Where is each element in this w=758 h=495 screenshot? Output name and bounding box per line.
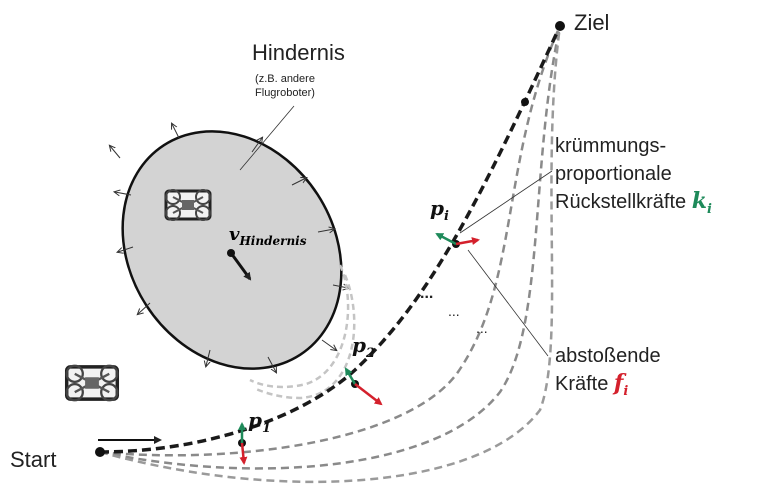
force-arrow-p2-repulsive [355, 384, 381, 404]
ellipsis-alt-1: ... [448, 303, 460, 319]
obstacle-subtitle-line2: Flugroboter) [255, 87, 315, 99]
label-pi: pi [430, 196, 449, 224]
curvature-label-line2: proportionale [555, 163, 672, 185]
curvature-label-line1: krümmungs- [555, 135, 666, 157]
obstacle: vHindernis [78, 90, 385, 411]
start-point [95, 447, 105, 457]
start-label: Start [10, 447, 56, 472]
obstacle-subtitle-line1: (z.B. andere [255, 73, 315, 85]
ellipsis-main: ... [420, 285, 433, 302]
label-p2: p2 [352, 333, 375, 361]
goal-label: Ziel [574, 10, 609, 35]
repulsive-callout-line [468, 250, 548, 356]
label-p1: p1 [248, 408, 271, 436]
curvature-label-line3: Rückstellkräfte ki [555, 188, 712, 217]
drone-icon [166, 190, 210, 220]
obstacle-title: Hindernis [252, 40, 345, 65]
repulsive-label-line2: Kräfte fi [555, 370, 628, 399]
goal-point [555, 21, 565, 31]
repulsive-label-line1: abstoßende [555, 345, 661, 367]
ellipsis-alt-2: ... [476, 320, 488, 336]
drone-icon [67, 366, 118, 401]
intermediate-point [521, 98, 529, 106]
